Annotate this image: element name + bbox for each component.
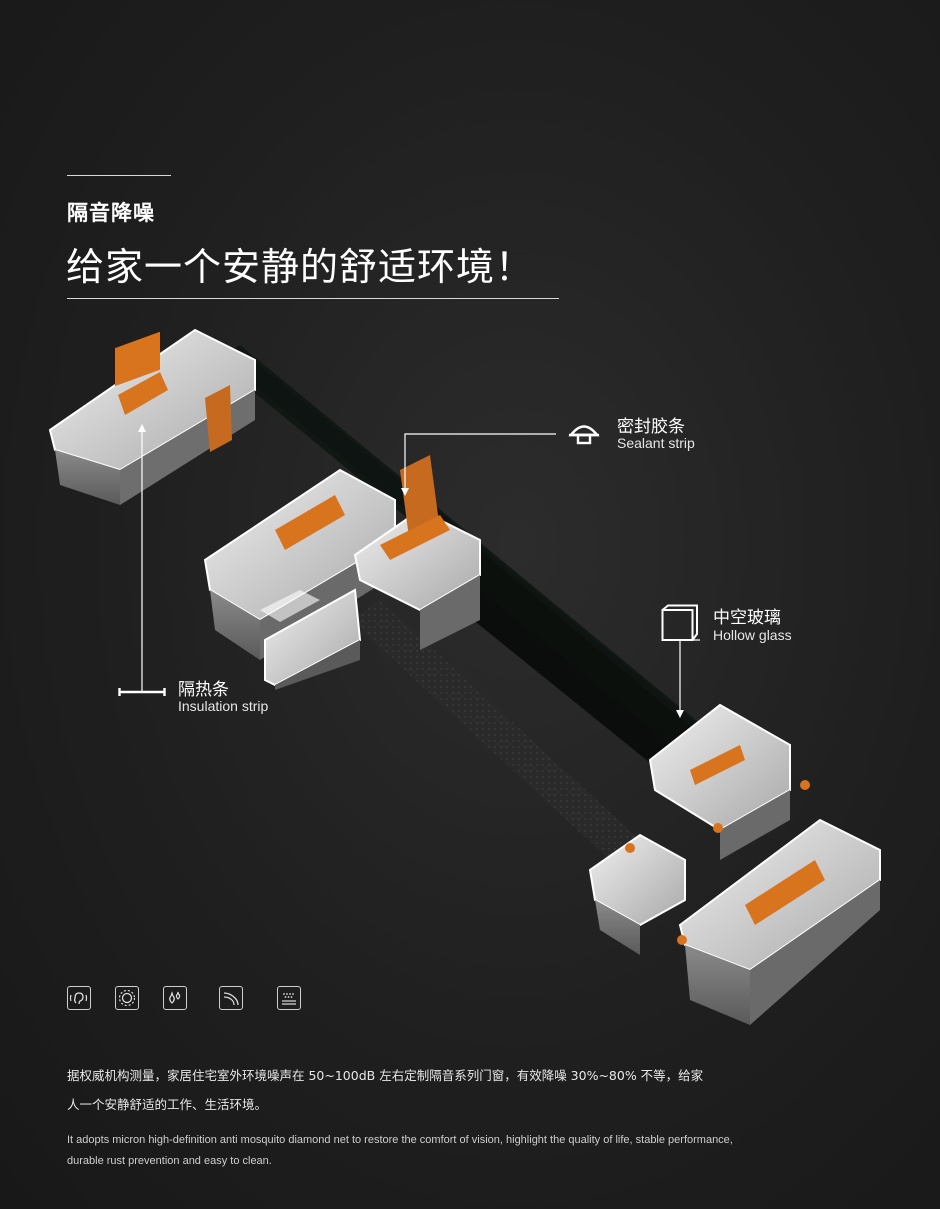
frame-profile-center	[353, 455, 481, 650]
sealant-strip-cn: 密封胶条	[617, 417, 685, 437]
window-profile-illustration	[48, 328, 881, 1025]
body-text-cn-line2: 人一个安静舒适的工作、生活环境。	[67, 1097, 268, 1112]
body-text-en-line1: It adopts micron high-definition anti mo…	[67, 1134, 733, 1146]
insulation-strip-cn: 隔热条	[178, 680, 229, 700]
sash-profile-middle	[203, 468, 396, 690]
insulation-strip-icon	[118, 688, 166, 696]
top-rule	[67, 175, 171, 176]
water-drops-icon	[163, 986, 187, 1010]
sealant-strip-en: Sealant strip	[617, 435, 695, 451]
mosquito-mesh	[350, 600, 640, 860]
wind-lines-icon	[219, 986, 243, 1010]
headline-rule	[67, 298, 559, 299]
hollow-glass-icon	[661, 604, 698, 641]
body-text-cn-line1: 据权威机构测量，家居住宅室外环境噪声在 50~100dB 左右定制隔音系列门窗，…	[67, 1068, 704, 1083]
insulation-strip-en: Insulation strip	[178, 698, 269, 714]
sealant-strip-icon	[568, 425, 600, 445]
body-text-en-line2: durable rust prevention and easy to clea…	[67, 1155, 272, 1167]
ear-sound-icon	[67, 986, 91, 1010]
section-kicker: 隔音降噪	[67, 201, 155, 225]
sun-gear-icon	[115, 986, 139, 1010]
hollow-glass-cn: 中空玻璃	[713, 608, 781, 628]
page-headline: 给家一个安静的舒适环境！	[66, 245, 535, 289]
mesh-screen-icon	[277, 986, 301, 1010]
frame-profile-top-left	[48, 328, 256, 505]
hollow-glass-en: Hollow glass	[713, 627, 792, 643]
frame-profile-bottom-right	[588, 703, 881, 1025]
